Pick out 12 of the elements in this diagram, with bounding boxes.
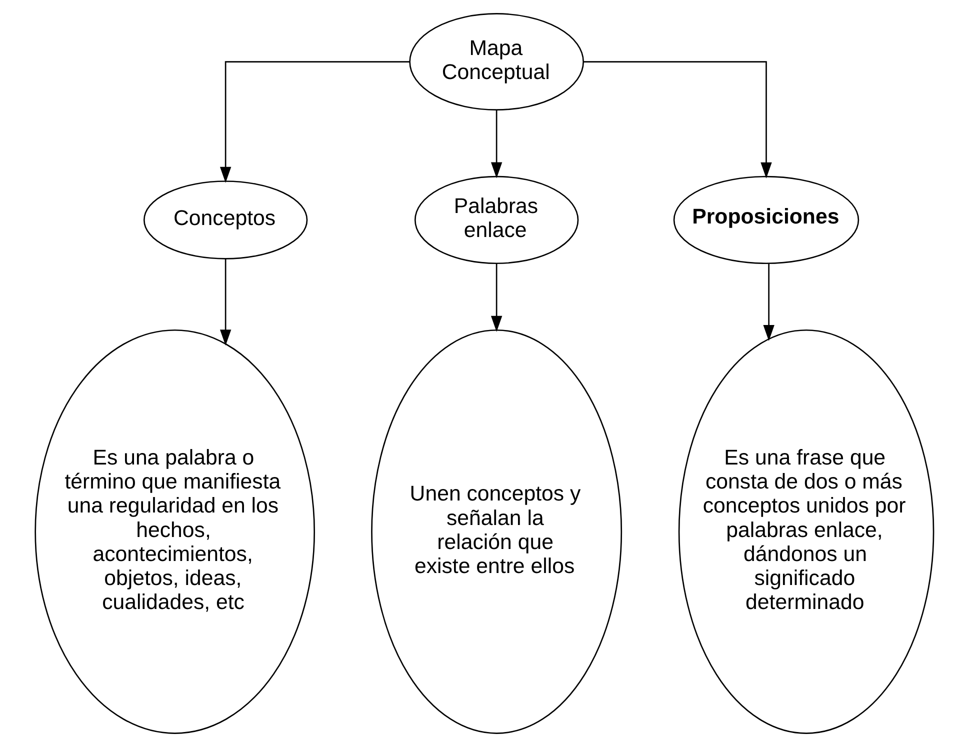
node-ellipse: Mapa Conceptual [408, 13, 584, 110]
arrow [762, 264, 774, 342]
node-ellipse: Conceptos [142, 180, 308, 260]
arrow [219, 61, 410, 183]
node-ellipse: Proposiciones [672, 176, 859, 264]
arrow [490, 110, 502, 178]
arrow [219, 258, 231, 346]
arrow [490, 264, 502, 332]
node-ellipse: Es una frase que consta de dos o más conceptos unidos por palabras enlace, dándonos un significado determinado [678, 329, 934, 734]
node-ellipse: Unen conceptos y señalan la relación que existe entre ellos [370, 329, 622, 734]
arrow [582, 61, 772, 178]
node-ellipse: Palabras enlace [414, 176, 578, 264]
